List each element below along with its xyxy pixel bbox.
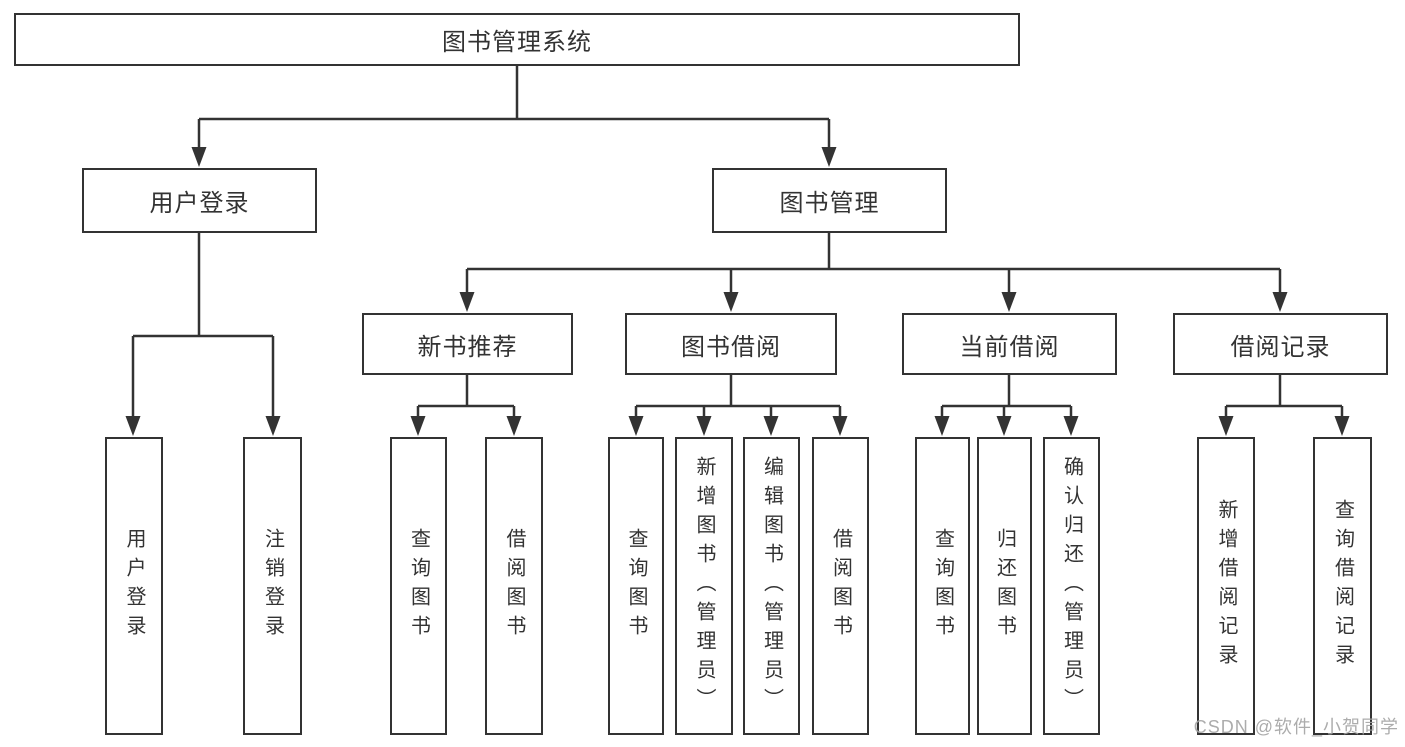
leaf-edit-book-admin: 编辑图书（管理员） <box>743 437 800 735</box>
node-label: 图书管理系统 <box>442 29 592 56</box>
node-label: 图书管理 <box>779 190 880 217</box>
leaf-label: 新增图书（管理员） <box>693 455 715 717</box>
leaf-borrow-books-recommend: 借阅图书 <box>485 437 543 735</box>
leaf-label: 新增借阅记录 <box>1215 499 1237 673</box>
leaf-query-books-current: 查询图书 <box>915 437 970 735</box>
node-label: 当前借阅 <box>959 333 1060 361</box>
leaf-return-books: 归还图书 <box>977 437 1032 735</box>
leaf-label: 编辑图书（管理员） <box>760 455 783 717</box>
node-user-login-group: 用户登录 <box>82 168 317 233</box>
leaf-label: 查询图书 <box>407 528 430 644</box>
leaf-query-books-borrowing: 查询图书 <box>608 437 664 735</box>
node-book-management-system: 图书管理系统 <box>14 13 1020 66</box>
node-book-borrowing: 图书借阅 <box>625 313 837 375</box>
leaf-confirm-return-admin: 确认归还（管理员） <box>1043 437 1100 735</box>
node-label: 用户登录 <box>149 190 250 217</box>
leaf-query-borrow-record: 查询借阅记录 <box>1313 437 1372 735</box>
leaf-label: 查询图书 <box>625 528 647 644</box>
leaf-add-book-admin: 新增图书（管理员） <box>675 437 733 735</box>
node-book-management-group: 图书管理 <box>712 168 947 233</box>
node-current-borrowing: 当前借阅 <box>902 313 1117 375</box>
leaf-label: 注销登录 <box>261 528 284 644</box>
leaf-label: 查询借阅记录 <box>1331 499 1354 673</box>
leaf-label: 借阅图书 <box>503 528 525 644</box>
leaf-label: 借阅图书 <box>829 528 852 644</box>
node-label: 图书借阅 <box>681 333 781 361</box>
leaf-label: 归还图书 <box>993 528 1016 644</box>
leaf-query-books-recommend: 查询图书 <box>390 437 447 735</box>
csdn-watermark: CSDN @软件_小贺同学 <box>1193 717 1399 737</box>
leaf-label: 用户登录 <box>123 528 145 644</box>
node-new-book-recommendation: 新书推荐 <box>362 313 573 375</box>
leaf-add-borrow-record: 新增借阅记录 <box>1197 437 1255 735</box>
leaf-borrow-books-borrowing: 借阅图书 <box>812 437 869 735</box>
leaf-logout: 注销登录 <box>243 437 302 735</box>
leaf-label: 确认归还（管理员） <box>1060 455 1083 717</box>
node-label: 借阅记录 <box>1230 333 1331 361</box>
node-label: 新书推荐 <box>417 333 518 361</box>
node-borrowing-records: 借阅记录 <box>1173 313 1388 375</box>
leaf-user-login: 用户登录 <box>105 437 163 735</box>
leaf-label: 查询图书 <box>931 528 954 644</box>
